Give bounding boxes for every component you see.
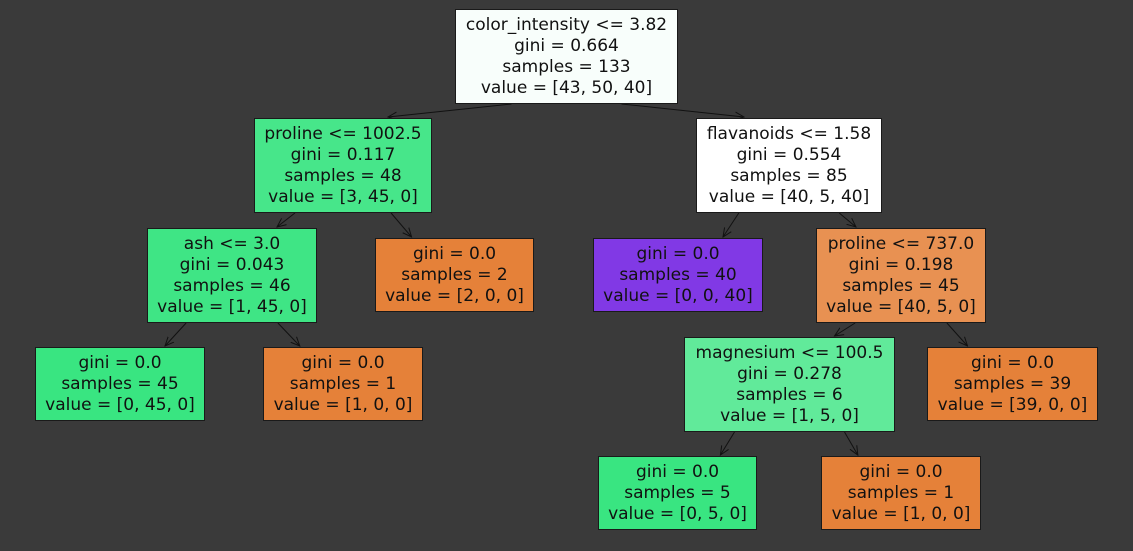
node-line: proline <= 1002.5: [264, 123, 422, 144]
node-line: samples = 40: [619, 264, 737, 285]
edge-n0-n2: [621, 103, 745, 117]
node-line: samples = 45: [61, 373, 179, 394]
node-line: color_intensity <= 3.82: [465, 14, 668, 35]
node-line: value = [40, 5, 40]: [708, 186, 870, 207]
node-line: gini = 0.278: [737, 363, 842, 384]
node-line: gini = 0.117: [290, 144, 396, 165]
node-line: gini = 0.043: [179, 254, 285, 275]
edge-n3-n8: [277, 322, 300, 346]
node-line: value = [43, 50, 40]: [480, 77, 653, 98]
node-line: value = [39, 0, 0]: [937, 394, 1088, 415]
node-line: value = [1, 0, 0]: [831, 503, 971, 524]
node-line: value = [0, 45, 0]: [45, 394, 195, 415]
node-line: gini = 0.0: [859, 461, 943, 482]
node-line: samples = 1: [847, 482, 955, 503]
edge-n1-n4: [390, 212, 412, 237]
node-line: gini = 0.0: [412, 243, 497, 264]
edge-n1-n3: [277, 212, 296, 227]
edge-n3-n7: [165, 322, 187, 346]
node-line: gini = 0.0: [635, 461, 720, 482]
node-line: samples = 6: [736, 384, 843, 405]
node-line: samples = 45: [842, 275, 960, 296]
node-line: gini = 0.0: [970, 352, 1055, 373]
node-line: gini = 0.0: [78, 352, 162, 373]
node-line: value = [40, 5, 0]: [826, 296, 976, 317]
node-line: value = [1, 0, 0]: [273, 394, 413, 415]
node-line: gini = 0.0: [636, 243, 720, 264]
node-line: flavanoids <= 1.58: [706, 123, 872, 144]
node-line: samples = 85: [730, 165, 848, 186]
node-line: samples = 133: [502, 56, 631, 77]
node-line: value = [2, 0, 0]: [385, 285, 524, 306]
node-line: proline <= 737.0: [827, 233, 975, 254]
node-line: value = [0, 0, 40]: [603, 285, 753, 306]
node-line: samples = 2: [401, 264, 508, 285]
node-line: gini = 0.198: [848, 254, 954, 275]
node-line: samples = 1: [289, 373, 397, 394]
edge-n6-n10: [946, 322, 968, 346]
node-line: samples = 46: [173, 275, 291, 296]
edge-n9-n11: [720, 431, 735, 455]
node-line: samples = 39: [953, 373, 1072, 394]
node-line: gini = 0.554: [736, 144, 842, 165]
node-line: value = [0, 5, 0]: [608, 503, 747, 524]
node-line: gini = 0.664: [514, 35, 619, 56]
node-line: magnesium <= 100.5: [695, 342, 884, 363]
node-line: samples = 48: [284, 165, 402, 186]
node-line: value = [3, 45, 0]: [268, 186, 418, 207]
node-line: value = [1, 45, 0]: [157, 296, 307, 317]
node-line: value = [1, 5, 0]: [720, 405, 859, 426]
node-line: gini = 0.0: [301, 352, 385, 373]
edge-n6-n9: [835, 322, 856, 336]
edge-n9-n12: [844, 431, 858, 455]
edge-n2-n6: [838, 212, 856, 227]
edge-n0-n1: [388, 103, 512, 117]
node-line: ash <= 3.0: [183, 233, 281, 254]
edge-n2-n5: [723, 212, 740, 237]
node-line: samples = 5: [624, 482, 731, 503]
